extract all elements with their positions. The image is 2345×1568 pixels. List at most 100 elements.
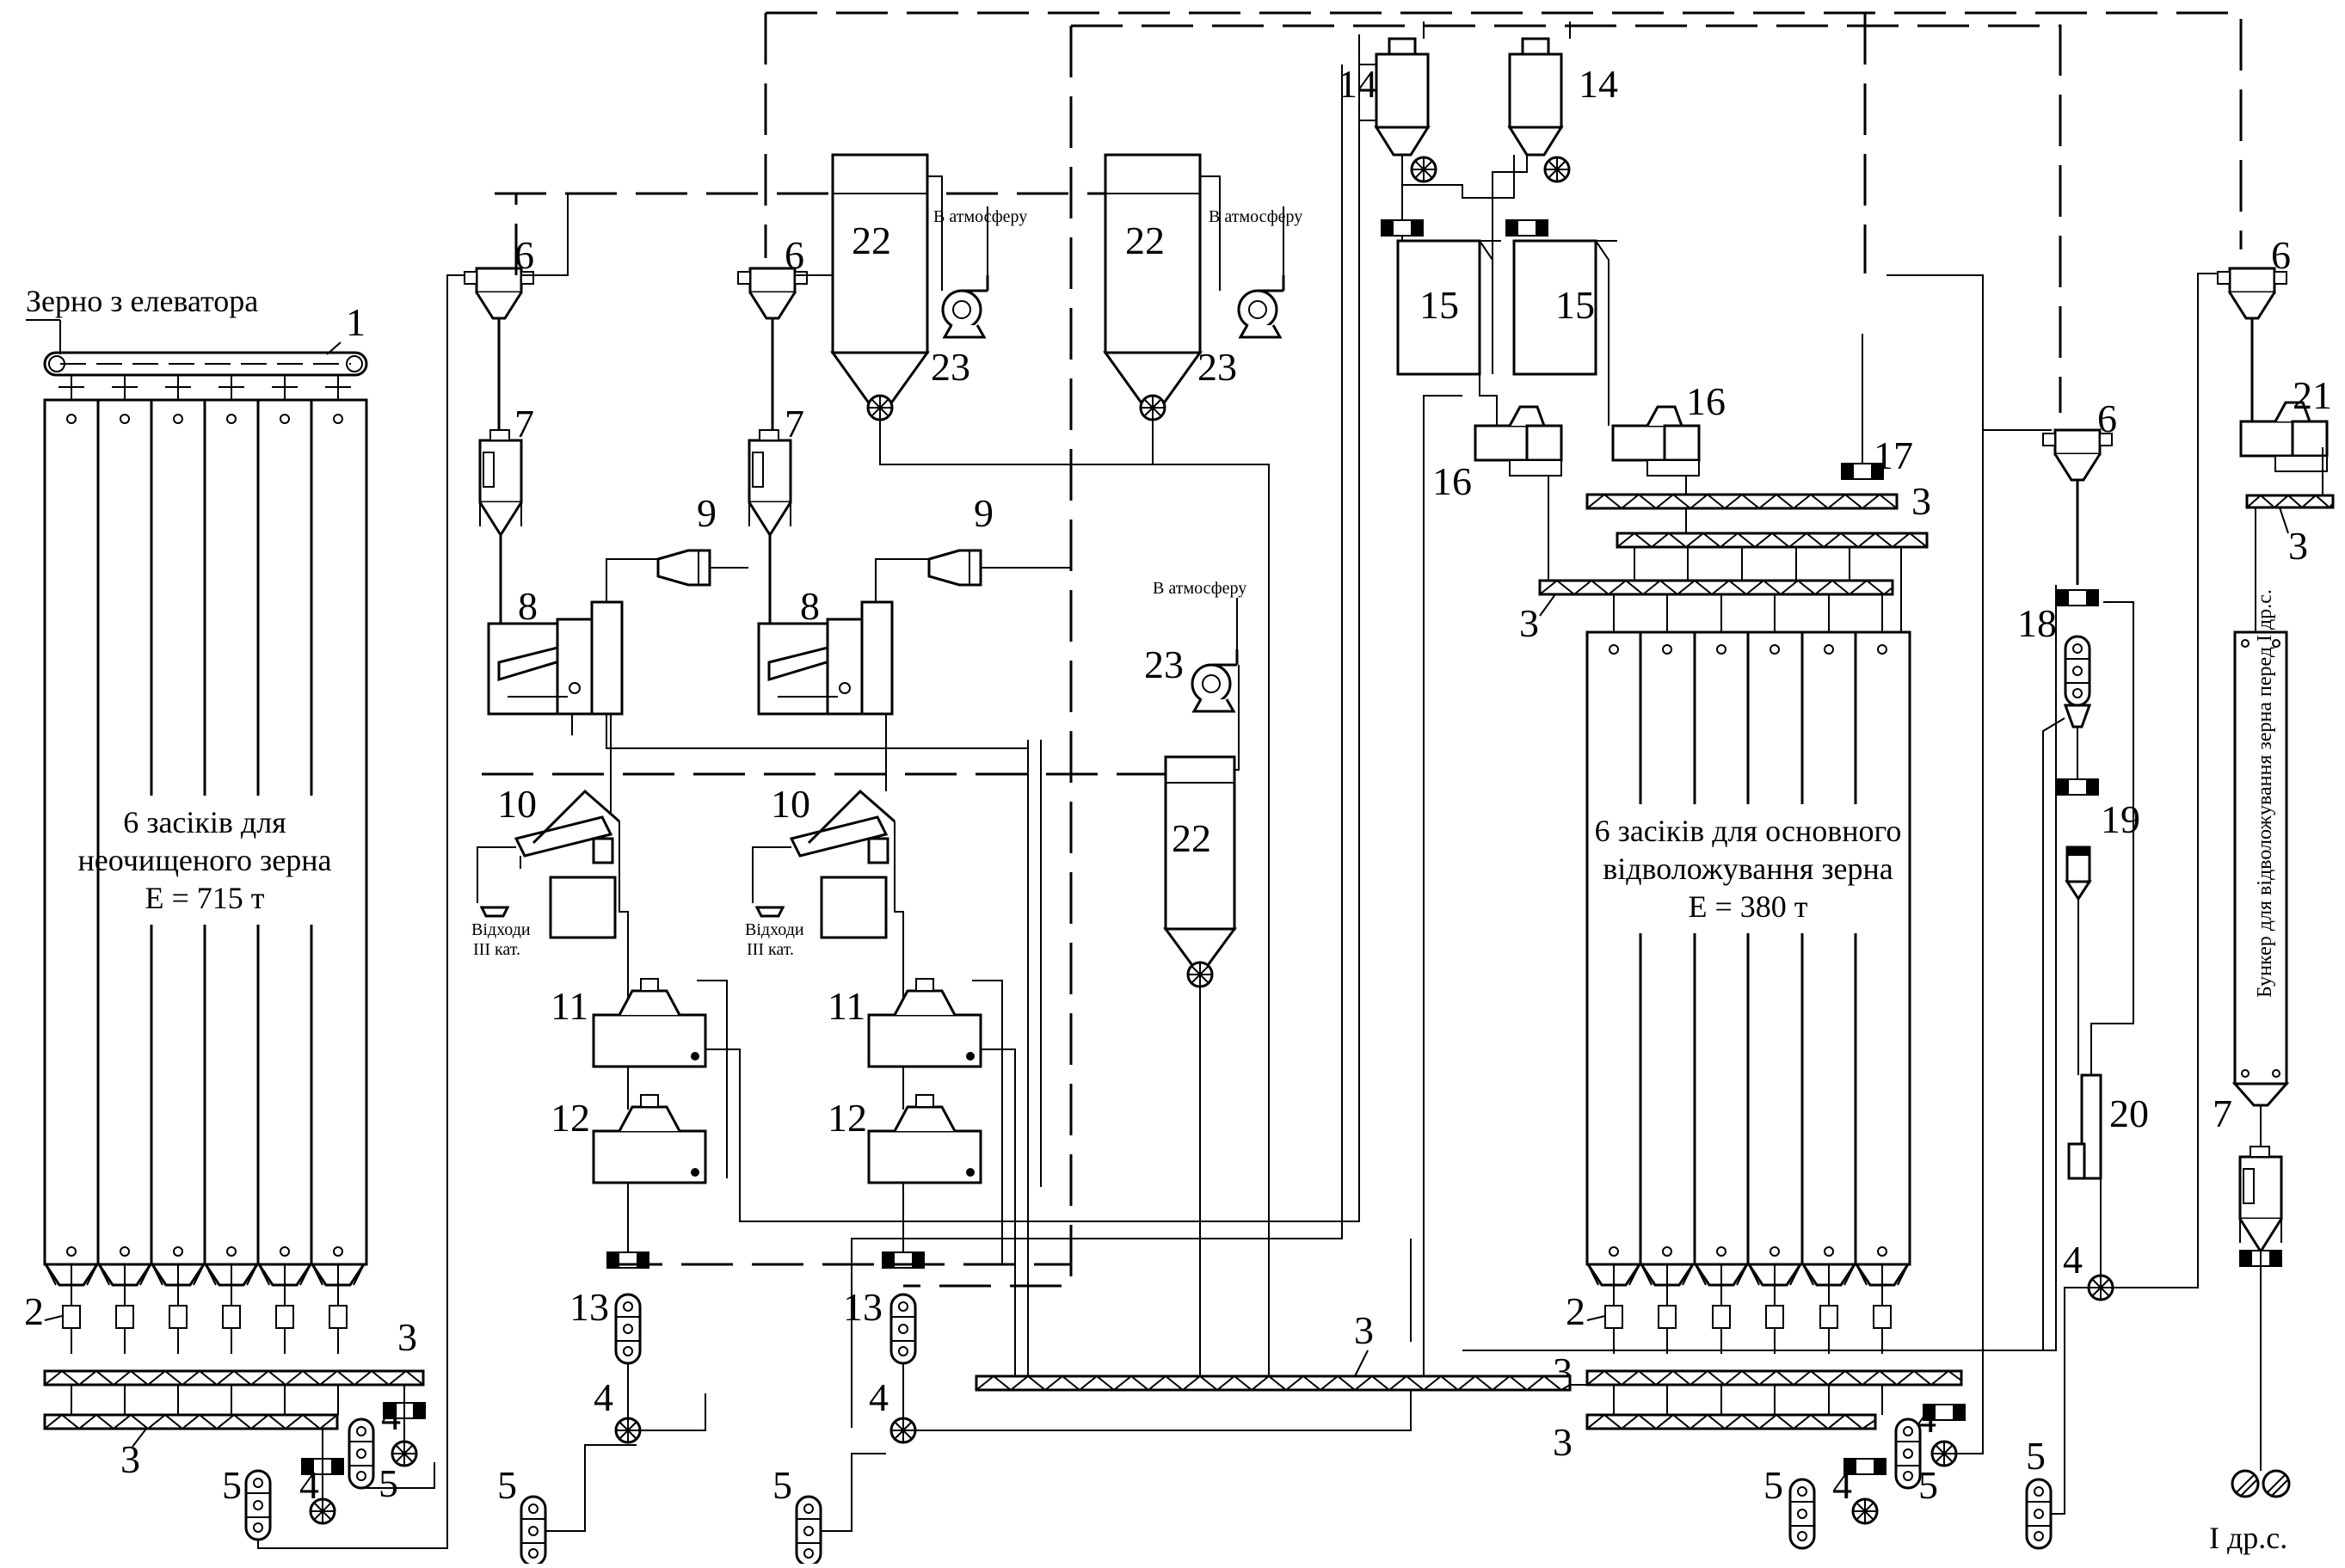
dust-cyclone-14-b [1507, 37, 1564, 157]
dampener-19 [2065, 845, 2092, 901]
aspiration-filter-22-c [1163, 755, 1237, 969]
separator-8-b [757, 600, 894, 716]
label-1: 1 [346, 300, 366, 344]
separator-8-a [487, 600, 624, 716]
bunker-label: Бункер для відволожування зерна перед І … [2254, 589, 2276, 998]
label-23-b: 23 [1197, 345, 1237, 389]
label-7-b: 7 [785, 402, 804, 446]
label-8-a: 8 [518, 584, 538, 628]
waste-label-a2: ІІІ кат. [473, 940, 520, 959]
roll-output [2231, 1469, 2291, 1498]
screw-conveyor-21 [2245, 494, 2335, 509]
label-11-b: 11 [828, 984, 865, 1028]
label-22-c: 22 [1172, 816, 1211, 860]
atmosphere-label-b: В атмосферу [1209, 207, 1302, 226]
label-5-g: 5 [2026, 1434, 2046, 1478]
label-4-g: 4 [2063, 1238, 2083, 1282]
label-2-left: 2 [24, 1289, 44, 1333]
label-3-far-right: 3 [2288, 524, 2308, 568]
screw-conveyor-top-3 [1538, 579, 1894, 596]
grain-source-label: Зерно з елеватора [26, 284, 258, 318]
mixer-20 [2067, 1073, 2102, 1180]
label-14-b: 14 [1579, 62, 1618, 106]
label-21: 21 [2293, 373, 2332, 417]
label-11-a: 11 [551, 984, 588, 1028]
belt-conveyor-1 [43, 351, 368, 400]
aspirator-9-b [927, 549, 982, 587]
main-bins-label-1: 6 засіків для основного [1595, 814, 1902, 848]
waste-label-b2: ІІІ кат. [747, 940, 794, 959]
main-bin-outlets [1586, 1263, 1910, 1356]
screw-conveyor-left-upper [43, 1369, 425, 1415]
label-23-a: 23 [931, 345, 970, 389]
label-5-b: 5 [222, 1463, 242, 1507]
label-20: 20 [2109, 1091, 2149, 1135]
label-3-collector: 3 [1354, 1308, 1374, 1352]
label-3-top-2: 3 [1519, 601, 1539, 645]
label-5-d: 5 [772, 1463, 792, 1507]
aspiration-filter-22-a [830, 153, 930, 406]
label-7-c: 7 [2213, 1091, 2232, 1135]
label-23-c: 23 [1144, 643, 1184, 686]
screw-conveyor-top-1 [1585, 493, 1899, 510]
label-12-a: 12 [551, 1096, 590, 1140]
label-4-d: 4 [869, 1375, 889, 1419]
label-12-b: 12 [828, 1096, 867, 1140]
label-5-a: 5 [379, 1461, 398, 1505]
label-22-b: 22 [1125, 218, 1165, 262]
bin-15-b [1512, 239, 1617, 376]
label-8-b: 8 [800, 584, 820, 628]
label-6-a: 6 [514, 233, 534, 277]
bin-15-a [1396, 239, 1501, 376]
label-4-e: 4 [1917, 1397, 1936, 1441]
output-label: І др.с. [2209, 1521, 2287, 1555]
waste-label-b1: Відходи [745, 920, 804, 939]
label-6-b: 6 [785, 233, 804, 277]
label-3-left-lower: 3 [120, 1437, 140, 1481]
label-16-b: 16 [1686, 379, 1726, 423]
label-6-c: 6 [2097, 397, 2117, 440]
label-13-a: 13 [569, 1285, 609, 1329]
label-9-b: 9 [974, 491, 994, 535]
label-10-b: 10 [771, 782, 810, 826]
screw-conveyor-left-lower [43, 1413, 339, 1430]
label-6-d: 6 [2271, 233, 2291, 277]
label-4-a: 4 [381, 1394, 401, 1438]
screw-conveyor-right-lower [1585, 1413, 1877, 1430]
label-19: 19 [2101, 797, 2140, 841]
main-tempering-bins [1585, 547, 1911, 1266]
label-7-a: 7 [514, 402, 534, 446]
label-9-a: 9 [697, 491, 717, 535]
label-14-a: 14 [1338, 62, 1377, 106]
label-4-c: 4 [594, 1375, 613, 1419]
label-15-b: 15 [1555, 283, 1595, 327]
atmosphere-label-a: В атмосферу [933, 207, 1027, 226]
label-10-a: 10 [497, 782, 537, 826]
waste-label-a1: Відходи [471, 920, 531, 939]
aspiration-filter-22-b [1103, 153, 1203, 406]
label-3-top-1: 3 [1911, 479, 1931, 523]
raw-bins-label-1: 6 засіків для [123, 805, 286, 839]
raw-bin-outlets [44, 1263, 366, 1356]
screw-conveyor-top-2 [1616, 532, 1929, 549]
aspirator-9-a [656, 549, 711, 587]
screen-10-b [752, 789, 896, 939]
label-5-e: 5 [1918, 1463, 1938, 1507]
raw-bins-label-2: неочищеного зерна [78, 843, 332, 877]
label-4-f: 4 [1832, 1463, 1852, 1507]
label-13-b: 13 [843, 1285, 883, 1329]
label-5-f: 5 [1763, 1463, 1783, 1507]
dust-cyclone-14-a [1374, 37, 1431, 157]
atmosphere-label-c: В атмосферу [1153, 579, 1246, 598]
main-bins-capacity: E = 380 т [1688, 889, 1807, 924]
label-4-b: 4 [299, 1463, 319, 1507]
label-22-a: 22 [852, 218, 891, 262]
aspiration-network [482, 11, 2243, 1288]
label-2-right: 2 [1566, 1289, 1585, 1333]
label-16-a: 16 [1432, 459, 1472, 503]
screw-conveyor-collector [975, 1374, 1572, 1392]
screen-10-a [477, 789, 620, 939]
tempering-bunker [2231, 630, 2290, 1107]
label-3-right-lower: 3 [1553, 1420, 1573, 1464]
